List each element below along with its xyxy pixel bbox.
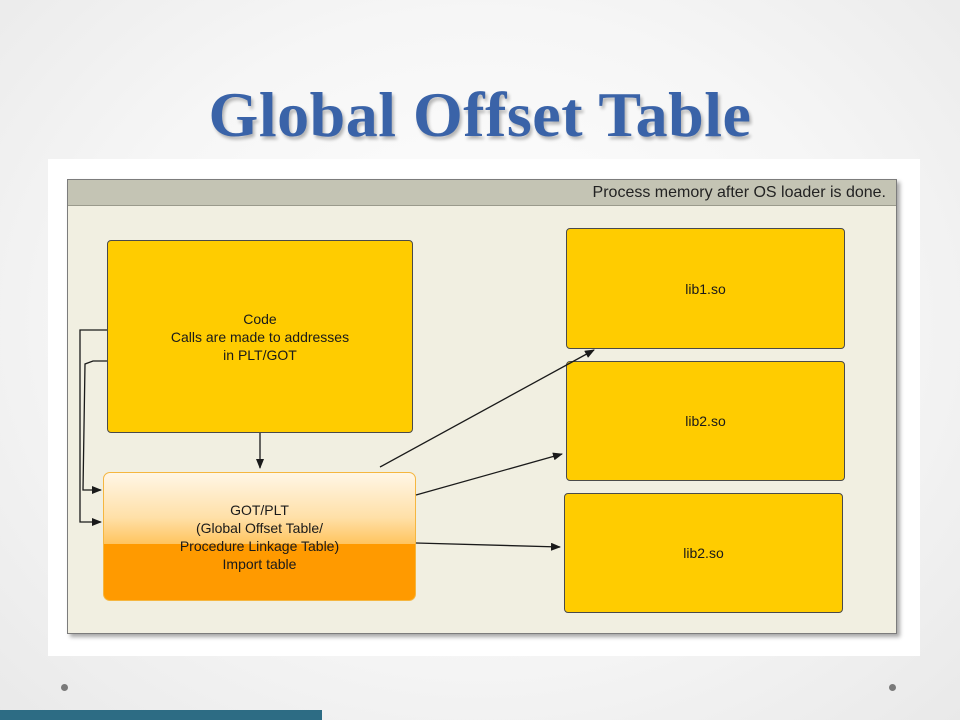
code-box: Code Calls are made to addresses in PLT/… (107, 240, 413, 433)
got-plt-box-line: Import table (222, 555, 297, 572)
arrow-code-loop-inner (82, 360, 107, 494)
library-box-label: lib2.so (683, 545, 724, 561)
library-box-label: lib2.so (685, 413, 726, 429)
arrow-got-to-lib2-second (415, 542, 561, 551)
code-box-text: Code Calls are made to addresses in PLT/… (171, 310, 349, 364)
library-box-lib2-second: lib2.so (564, 493, 843, 613)
got-plt-box: GOT/PLT (Global Offset Table/ Procedure … (103, 472, 416, 601)
arrow-got-to-lib2 (415, 452, 563, 496)
library-box-label: lib1.so (685, 280, 726, 297)
arrow-code-loop-outer (79, 329, 107, 526)
arrow-got-to-lib1 (379, 349, 595, 468)
got-plt-box-text: GOT/PLT (Global Offset Table/ Procedure … (180, 501, 339, 573)
connector-arrows (79, 329, 595, 551)
diagram-caption: Process memory after OS loader is done. (68, 180, 896, 206)
library-box-lib2: lib2.so (566, 361, 845, 481)
diagram-canvas: Process memory after OS loader is done. … (67, 179, 897, 634)
library-box-lib1: lib1.so (566, 228, 845, 349)
slide-title: Global Offset Table (208, 79, 752, 150)
right-bullet (889, 684, 896, 691)
footer-bar (0, 710, 322, 720)
got-plt-box-line: Procedure Linkage Table) (179, 537, 340, 554)
left-bullet (61, 684, 68, 691)
got-plt-box-line: GOT/PLT (230, 501, 289, 518)
code-box-line: Code (243, 310, 277, 327)
code-box-line: in PLT/GOT (223, 346, 297, 363)
diagram-figure: Process memory after OS loader is done. … (48, 159, 920, 656)
code-box-line: Calls are made to addresses (170, 328, 350, 345)
got-plt-box-line: (Global Offset Table/ (195, 519, 324, 536)
